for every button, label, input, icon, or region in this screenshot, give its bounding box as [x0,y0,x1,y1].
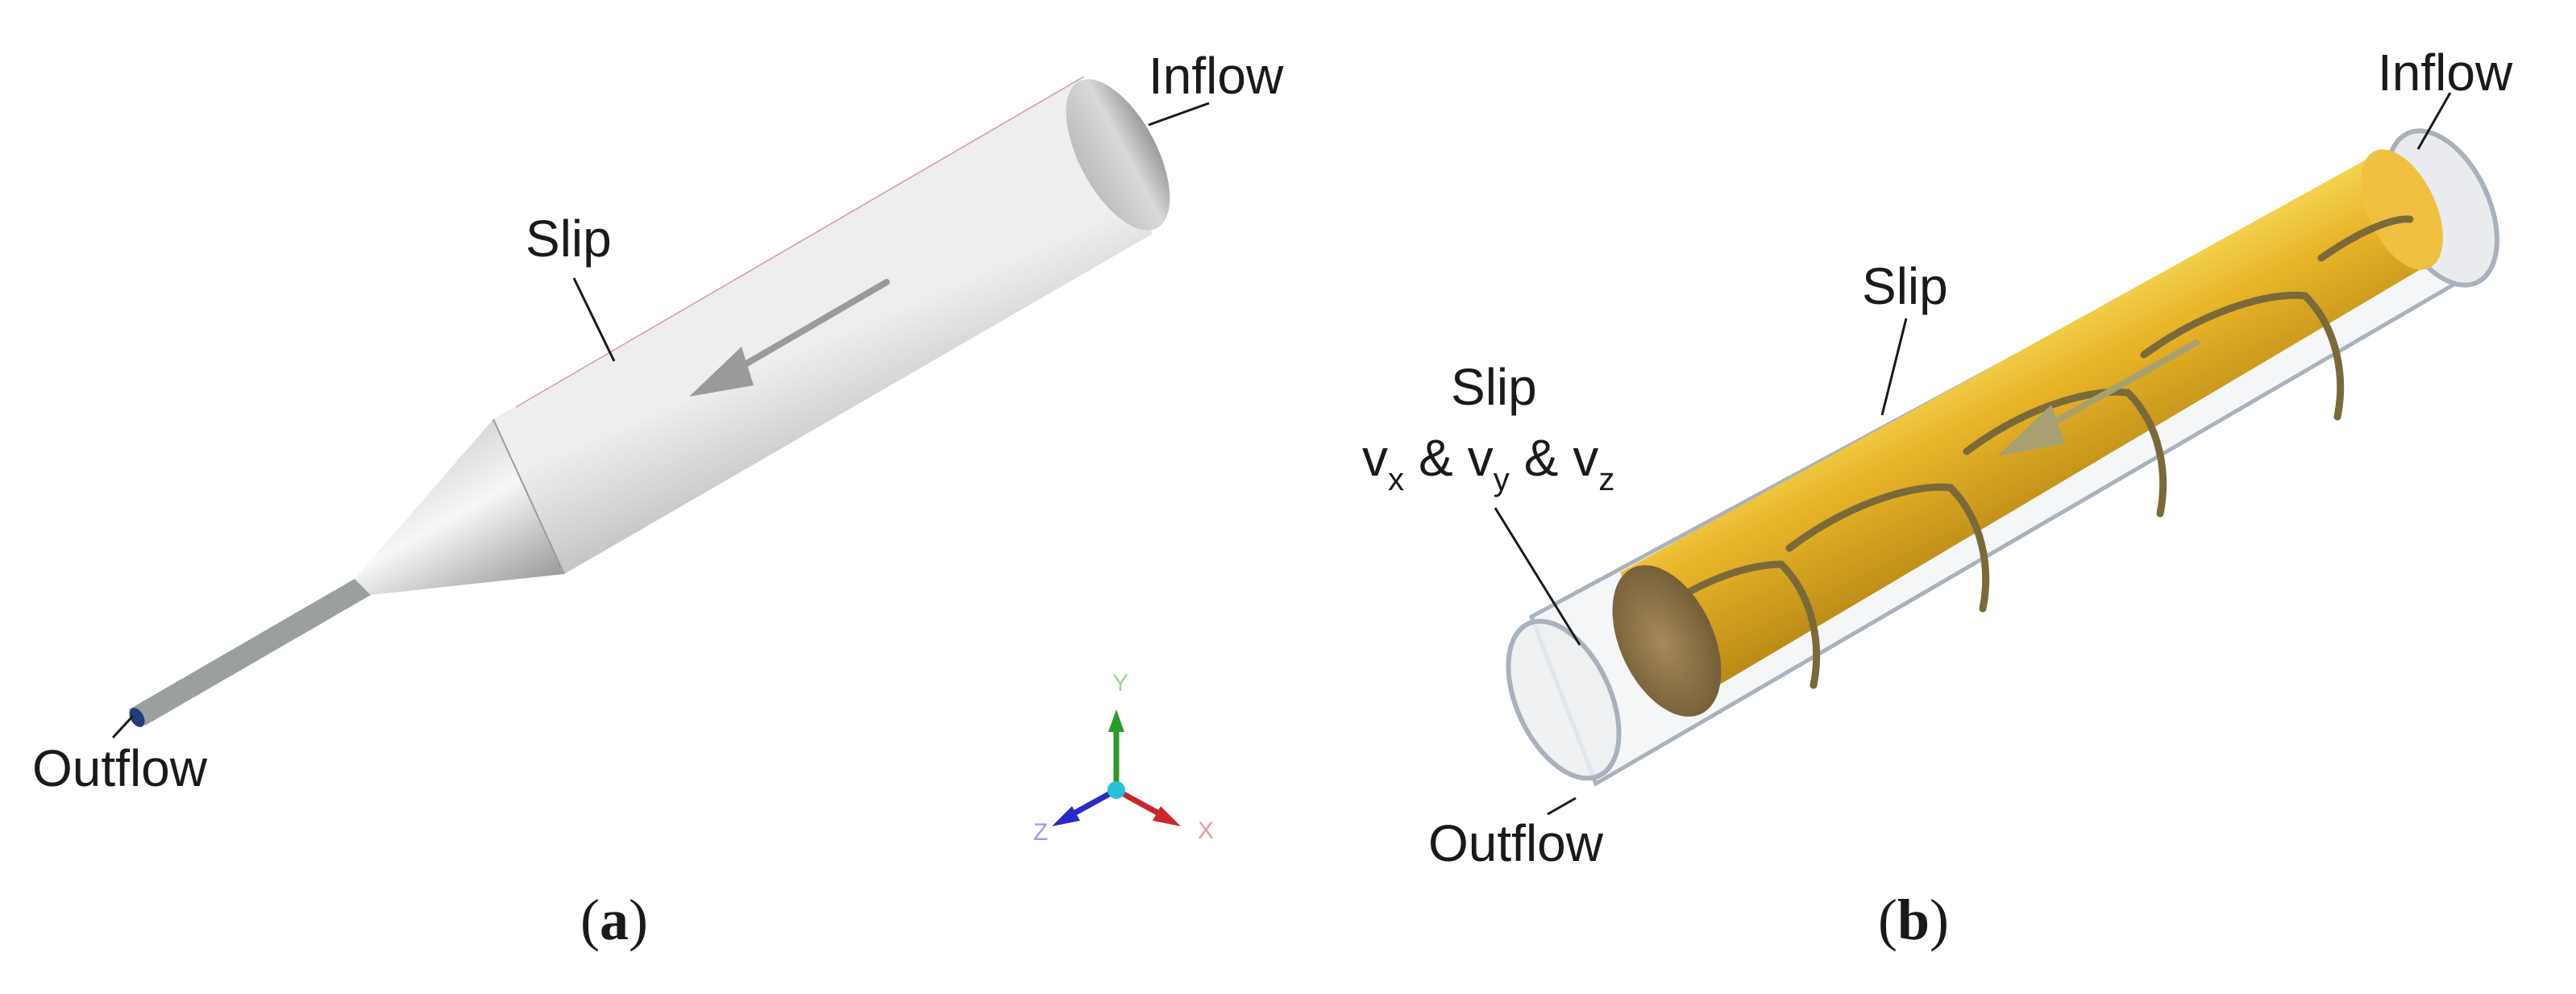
vx-v: v [1362,429,1388,487]
x-axis-head [1153,806,1181,826]
axis-origin [1107,781,1125,799]
slip-label-a: Slip [526,210,612,268]
outflow-leader-a [111,714,135,739]
caption-a: (a) [580,888,648,952]
cylinder-seam [492,418,565,575]
outer-tube-outflow-ring [1506,618,1622,781]
gold-outflow-face [1612,565,1722,717]
slip-leader-a [572,277,616,362]
vy-sub: y [1494,462,1510,497]
y-axis-head [1108,709,1124,732]
flow-arrow-b [1997,339,2200,456]
outflow-tip [129,708,145,727]
outflow-label-a: Outflow [32,739,208,797]
groove-3 [1963,388,2167,518]
flow-arrow-a [689,279,890,397]
panel-a: Inflow Slip Outflow (a) [32,47,1284,952]
svg-text:vx&vy&vz: vx&vy&vz [1362,429,1614,497]
caption-b: (b) [1878,888,1949,952]
cone [355,419,564,595]
vz-v: v [1573,429,1598,487]
slip-top-leader-b [1880,318,1908,416]
x-axis-arrow [1115,787,1166,820]
gold-screw-body [1620,153,2426,705]
slip-left-leader-b [1494,507,1581,646]
groove-5 [2317,215,2414,262]
amp-2: & [1524,429,1559,487]
groove-4 [2140,291,2345,421]
slip-left-label-b: Slip [1451,358,1537,416]
gold-inflow-end [2361,149,2443,270]
inflow-cap [1066,79,1170,231]
x-axis-label: X [1198,817,1214,844]
z-axis-arrow [1066,787,1118,820]
inflow-leader-b [2416,92,2452,150]
outflow-leader-b [1547,796,1577,816]
outflow-label-b: Outflow [1428,814,1604,872]
axis-triad: Y X Z [1033,670,1214,846]
outflow-nozzle [129,579,371,726]
groove-2 [1785,483,1990,613]
y-axis-label: Y [1112,670,1128,697]
helical-grooves [1632,215,2414,689]
inflow-leader-a [1148,102,1210,127]
z-axis-head [1052,806,1080,826]
caption-b-letter: b [1897,888,1930,952]
slip-top-label-b: Slip [1862,257,1948,315]
velocity-components-label: vx&vy&vz [1362,429,1614,497]
panel-b: Inflow Slip Slip vx&vy&vz Outflow (b) [1362,44,2513,952]
caption-a-letter: a [600,888,629,952]
inflow-label-b: Inflow [2378,44,2513,102]
vz-sub: z [1598,462,1614,497]
inflow-label-a: Inflow [1149,47,1284,105]
vy-v: v [1468,429,1494,487]
cylinder-body [493,77,1153,574]
vx-sub: x [1388,462,1404,497]
amp-1: & [1419,429,1453,487]
z-axis-label: Z [1033,819,1048,846]
